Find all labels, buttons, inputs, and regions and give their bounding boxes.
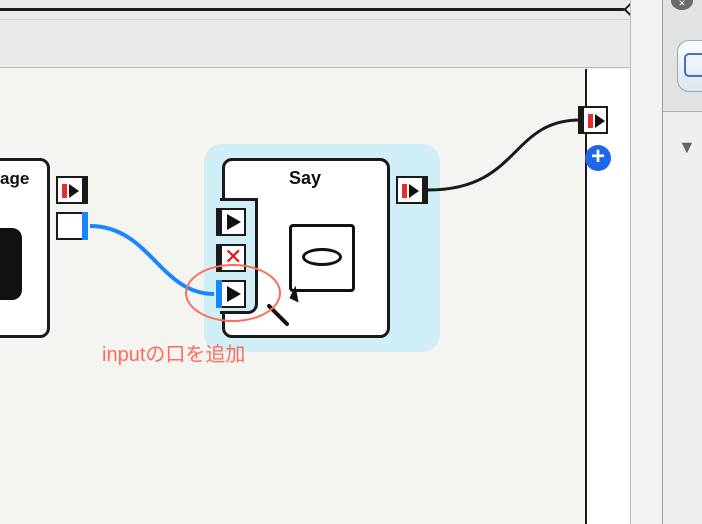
onstart-output-icon <box>62 184 67 198</box>
say-box-title: Say <box>288 168 322 188</box>
say-box-onstopped-output-port[interactable] <box>396 176 428 204</box>
mouth-icon <box>302 248 342 266</box>
left-box-onstart-output-port[interactable] <box>56 176 88 204</box>
timeline-line <box>0 8 636 11</box>
port-edge <box>578 106 584 134</box>
diagram-outputs-column[interactable] <box>585 69 630 524</box>
timeline-strip <box>0 0 662 68</box>
annotation-text: inputの口を追加 <box>102 344 246 366</box>
diagram-output-port[interactable] <box>578 106 608 134</box>
box-library-icon <box>684 53 702 77</box>
side-panel-header: × <box>663 0 702 112</box>
play-icon <box>227 214 241 230</box>
timeline-separator <box>0 19 662 20</box>
say-box-onstart-input-port[interactable] <box>216 208 246 236</box>
onstart-output-icon <box>402 184 407 198</box>
onstart-output-icon <box>588 114 593 128</box>
play-icon <box>595 114 605 128</box>
side-panel-button[interactable] <box>677 40 702 92</box>
port-edge <box>82 176 88 204</box>
add-output-icon[interactable]: + <box>585 145 611 171</box>
onstop-input-icon: ✕ <box>224 244 243 269</box>
side-panel: × ▼ <box>662 0 702 524</box>
disclosure-triangle-icon[interactable]: ▼ <box>678 137 696 157</box>
box-left-title: age <box>0 170 30 188</box>
box-left-image-icon <box>0 228 22 300</box>
port-edge <box>216 208 222 236</box>
wire-say-to-output <box>427 118 581 192</box>
panel-divider <box>630 0 662 524</box>
annotation-ellipse <box>185 264 281 322</box>
port-edge-active <box>82 212 88 240</box>
port-edge <box>216 244 222 272</box>
port-edge <box>422 176 428 204</box>
left-box-value-output-port[interactable] <box>56 212 88 240</box>
play-icon <box>69 184 79 198</box>
play-icon <box>409 184 419 198</box>
close-icon[interactable]: × <box>671 0 693 10</box>
